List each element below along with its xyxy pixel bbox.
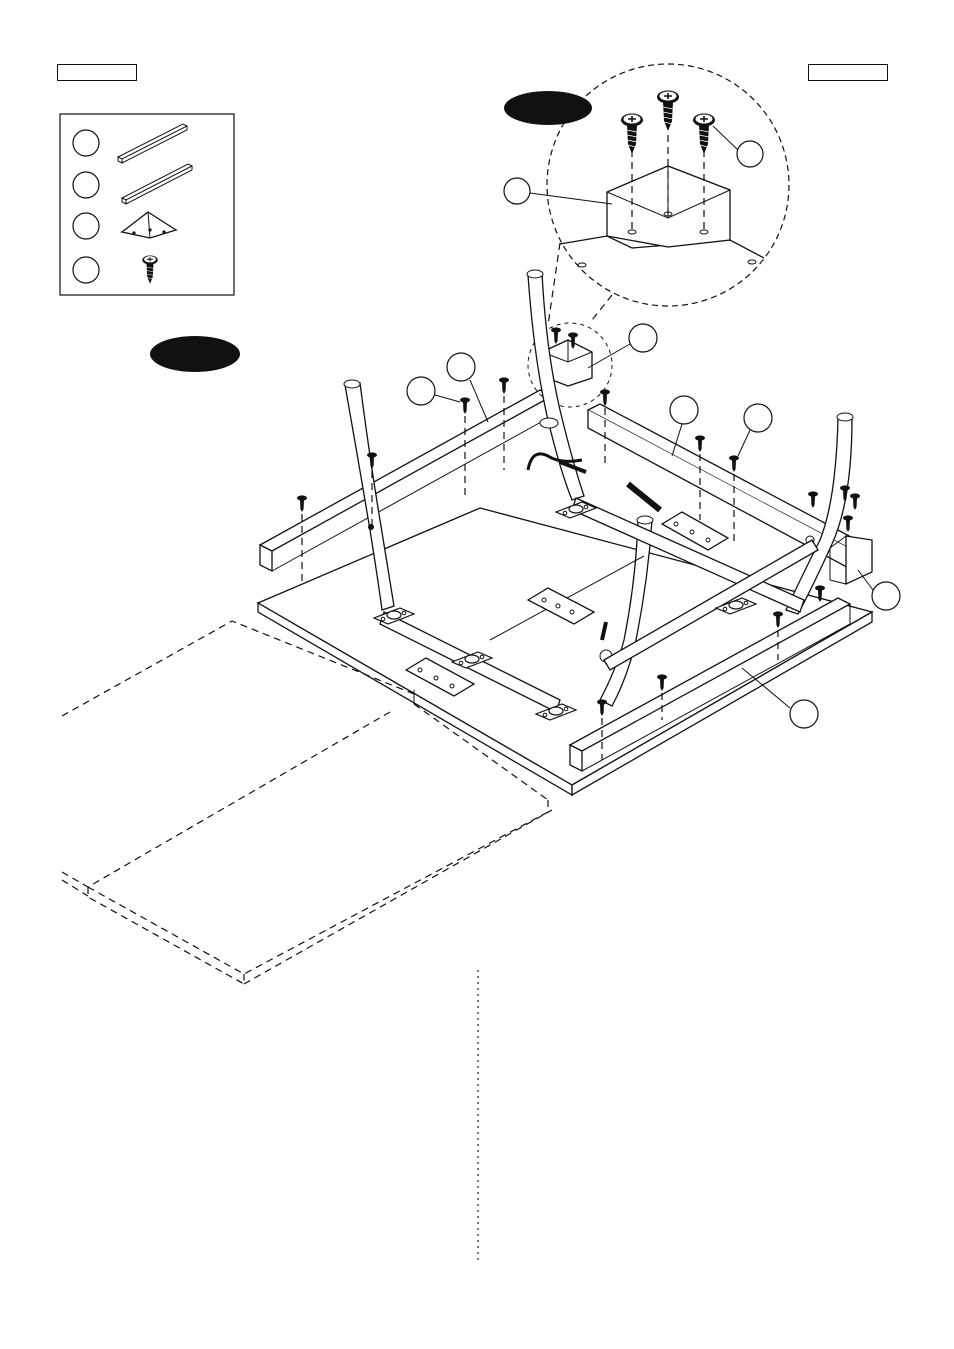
callout-screw-left (406, 376, 436, 406)
screws-main (297, 327, 860, 760)
connector-plate-center (526, 587, 596, 625)
short-rail-icon (116, 123, 189, 164)
header-box-left (57, 64, 137, 81)
step-badge-detail (504, 91, 592, 125)
callout-bracket-top (628, 323, 658, 353)
corner-bracket-right (829, 535, 873, 586)
corner-bracket-icon (119, 211, 179, 239)
callout-screw-right (743, 403, 773, 433)
connector-plate-left (404, 657, 476, 697)
main-callouts (406, 323, 901, 729)
side-rail-front (568, 597, 852, 773)
long-rail-icon (120, 163, 194, 205)
cross-tube-diagonal (603, 539, 819, 671)
detail-screw-center (656, 89, 680, 132)
callout-rail-front (789, 699, 819, 729)
step-badge-main (150, 336, 240, 372)
parts-callout-1 (72, 129, 100, 157)
detail-callout-screw (736, 140, 764, 168)
detail-screw-left (620, 112, 644, 155)
tabletop (256, 507, 874, 797)
detail-callout-bracket (503, 177, 531, 205)
callout-bracket-right (871, 581, 901, 611)
parts-callout-2 (72, 171, 100, 199)
callout-rail-left (446, 352, 476, 382)
detail-magnifier (503, 63, 790, 326)
extension-leaf-outline (61, 620, 553, 986)
parts-panel (59, 113, 235, 296)
corner-bracket-top (527, 322, 613, 408)
parts-callout-3 (72, 212, 100, 240)
callout-rail-right (669, 395, 699, 425)
spring-handle (526, 452, 662, 641)
leg-front-center (599, 515, 654, 707)
header-box-right (808, 64, 888, 81)
detail-screw-right (692, 112, 716, 155)
leg-back-center (526, 269, 585, 501)
parts-callout-4 (72, 256, 100, 284)
connector-plate-back (660, 511, 730, 551)
